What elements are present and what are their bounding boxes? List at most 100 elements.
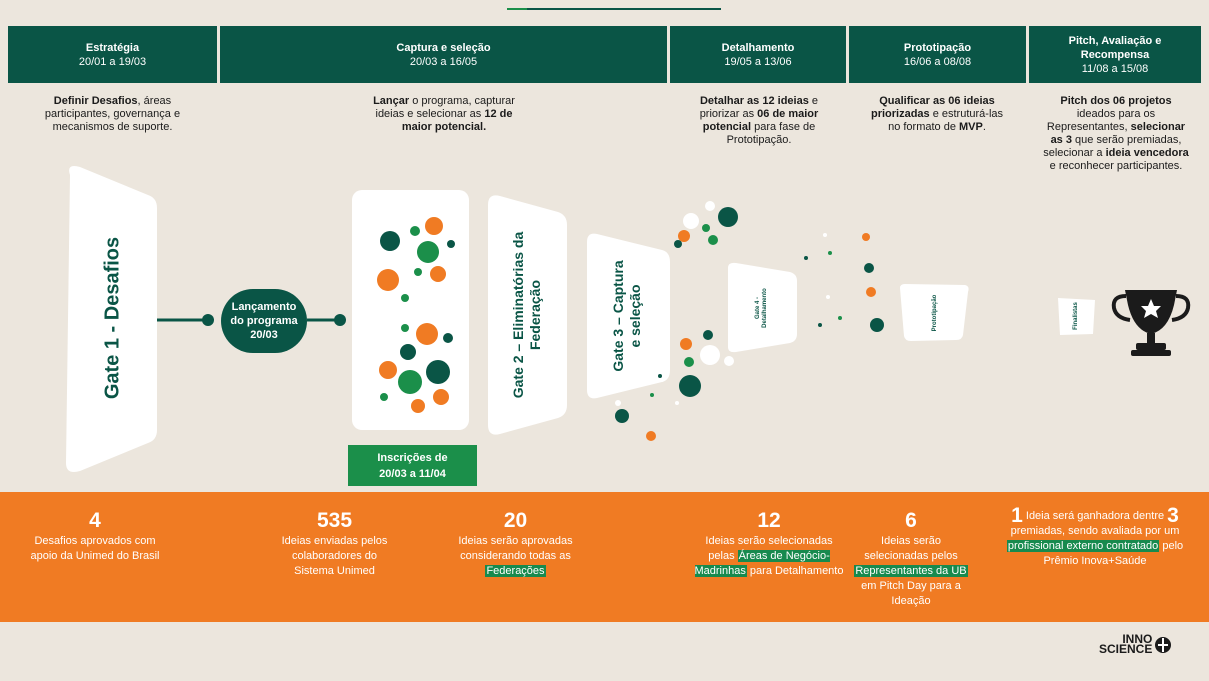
stat-desafios: 4 Desafios aprovados com apoio da Unimed… [30, 508, 160, 564]
launch-pill: Lançamento do programa 20/03 [221, 289, 307, 353]
stat-number: 535 [316, 509, 353, 532]
proto-label: Prototipação [932, 294, 938, 332]
desc-bold: Qualificar as 06 ideias priorizadas [870, 95, 995, 120]
stat-ideias-aprovadas: 20 Ideias serão aprovadas considerando t… [453, 508, 578, 579]
stat-ideia-vencedora: 1 Ideia será ganhadora dentre 3 premiada… [995, 505, 1195, 569]
desc-bold: Pitch dos 06 projetos [1060, 95, 1172, 107]
gate2-shape [488, 195, 567, 435]
desc-bold: Lançar [373, 95, 410, 107]
gate3-label: Gate 3 – Captura e seleção [610, 260, 643, 372]
stat-text: Ideias serão selecionadas pelas [705, 535, 833, 562]
logo-line2-text: SCIENCE [1099, 642, 1153, 656]
desc-bold: selecionar as 3 [1050, 121, 1186, 146]
launch-line1: Lançamento [231, 301, 297, 313]
inscricoes-box: Inscrições de 20/03 a 11/04 [348, 445, 477, 486]
inscricoes-line2: 20/03 a 11/04 [379, 467, 446, 480]
desc-pitch: Pitch dos 06 projetos ideados para os Re… [1040, 95, 1192, 173]
logo-line1: INNO [1122, 632, 1153, 646]
gate2-label: Gate 2 – Eliminatórias da Federação [510, 231, 543, 399]
stat-ideias-pitch: 6 Ideias serão selecionadas pelos Repres… [852, 508, 970, 609]
phase-dates: 19/05 a 13/06 [724, 55, 792, 68]
phase-header-pitch: Pitch, Avaliação e Recompensa 11/08 a 15… [1029, 26, 1201, 83]
top-accent-dark [527, 8, 721, 10]
desc-bold: 06 de maior potencial [702, 108, 819, 133]
desc-detalhamento: Detalhar as 12 ideias e priorizar as 06 … [686, 95, 832, 147]
stat-text: em Pitch Day para a Ideação [861, 580, 961, 607]
desc-text: , áreas participantes, governança e meca… [44, 95, 181, 133]
launch-line2: do programa [230, 315, 298, 327]
phase-title: Detalhamento [721, 41, 795, 54]
phase-dates: 20/03 a 16/05 [409, 55, 478, 68]
connector-dot [334, 314, 346, 326]
desc-text: para fase de Prototipação. [726, 121, 816, 146]
gate4-shape [728, 262, 797, 353]
stat-text: pelo Prêmio Inova+Saúde [1043, 540, 1184, 567]
phase-header-estrategia: Estratégia 20/01 a 19/03 [8, 26, 217, 83]
desc-text: e reconhecer participantes. [1049, 160, 1183, 172]
connector-dot [202, 314, 214, 326]
stat-number: 3 [1167, 504, 1179, 527]
desc-prototipacao: Qualificar as 06 ideias priorizadas e es… [864, 95, 1010, 134]
desc-bold: ideia vencedora [1105, 147, 1189, 159]
stat-text: Ideias enviadas pelos colaboradores do S… [281, 535, 388, 577]
capture-box [352, 190, 469, 430]
stat-text: Ideias serão aprovadas considerando toda… [458, 535, 573, 562]
desc-text: que serão premiadas, selecionar a [1043, 134, 1182, 159]
stat-text: Desafios aprovados com apoio da Unimed d… [30, 535, 160, 562]
desc-text: o programa, capturar ideias e selecionar… [375, 95, 515, 120]
logo-mark-icon [1155, 637, 1172, 653]
stat-number: 6 [905, 509, 917, 532]
stat-number: 4 [89, 509, 101, 532]
stat-text: premiadas, sendo avaliada por um [1010, 525, 1180, 537]
phase-header-detalhamento: Detalhamento 19/05 a 13/06 [670, 26, 846, 83]
phase-title: Prototipação [903, 41, 972, 54]
stat-ideias-enviadas: 535 Ideias enviadas pelos colaboradores … [272, 508, 397, 579]
phase-title: Captura e seleção [396, 41, 491, 54]
desc-captura: Lançar o programa, capturar ideias e sel… [360, 95, 528, 134]
stat-text: Ideias serão selecionadas pelos [864, 535, 958, 562]
gate3-shape [587, 233, 670, 399]
finalistas-shape [1058, 298, 1095, 335]
inscricoes-line1: Inscrições de [377, 451, 448, 464]
gate1-label: Gate 1 - Desafios [101, 236, 124, 400]
desc-text: e priorizar as [699, 95, 819, 120]
top-accent-green [507, 8, 527, 10]
desc-bold: Definir Desafios [53, 95, 138, 107]
desc-text: . [982, 121, 986, 133]
stats-band [0, 492, 1209, 622]
stat-highlight: Federações [485, 565, 546, 577]
stat-highlight: Representantes da UB [854, 565, 968, 577]
stat-highlight: profissional externo contratado [1006, 540, 1160, 552]
capture-dots [377, 217, 455, 413]
desc-text: ideados para os Representantes, [1046, 108, 1156, 133]
phase-dates: 11/08 a 15/08 [1081, 62, 1149, 75]
scatter-dots [615, 201, 884, 441]
finalistas-label: Finalistas [1073, 302, 1079, 330]
stat-ideias-detalhamento: 12 Ideias serão selecionadas pelas Áreas… [694, 508, 844, 579]
phase-title: Estratégia [85, 41, 140, 54]
trophy-icon [1111, 290, 1191, 356]
desc-bold: 12 de maior potencial. [401, 108, 513, 133]
stat-number: 1 [1011, 504, 1023, 527]
desc-bold: MVP [959, 121, 983, 133]
proto-shape [900, 284, 969, 341]
desc-estrategia: Definir Desafios, áreas participantes, g… [30, 95, 195, 134]
desc-text: e estruturá-las no formato de [888, 108, 1004, 133]
innoscience-logo: INNO SCIENCE [1099, 632, 1172, 656]
phase-title: Pitch, Avaliação e Recompensa [1068, 34, 1162, 61]
stat-number: 12 [757, 509, 781, 532]
stat-number: 20 [503, 509, 528, 532]
phase-header-prototipacao: Prototipação 16/06 a 08/08 [849, 26, 1026, 83]
stat-text: para Detalhamento [746, 565, 844, 577]
phase-dates: 20/01 a 19/03 [78, 55, 147, 68]
phase-dates: 16/06 a 08/08 [903, 55, 972, 68]
gate1-shape [66, 166, 157, 472]
stat-text: Ideia será ganhadora dentre [1022, 510, 1168, 522]
launch-line3: 20/03 [250, 329, 278, 341]
phase-header-captura: Captura e seleção 20/03 a 16/05 [220, 26, 667, 83]
desc-bold: Detalhar as 12 ideias [699, 95, 809, 107]
logo-line2: SCIENCE [1099, 637, 1172, 656]
gate4-label: Gate 4 - Detalhamento [755, 288, 768, 328]
